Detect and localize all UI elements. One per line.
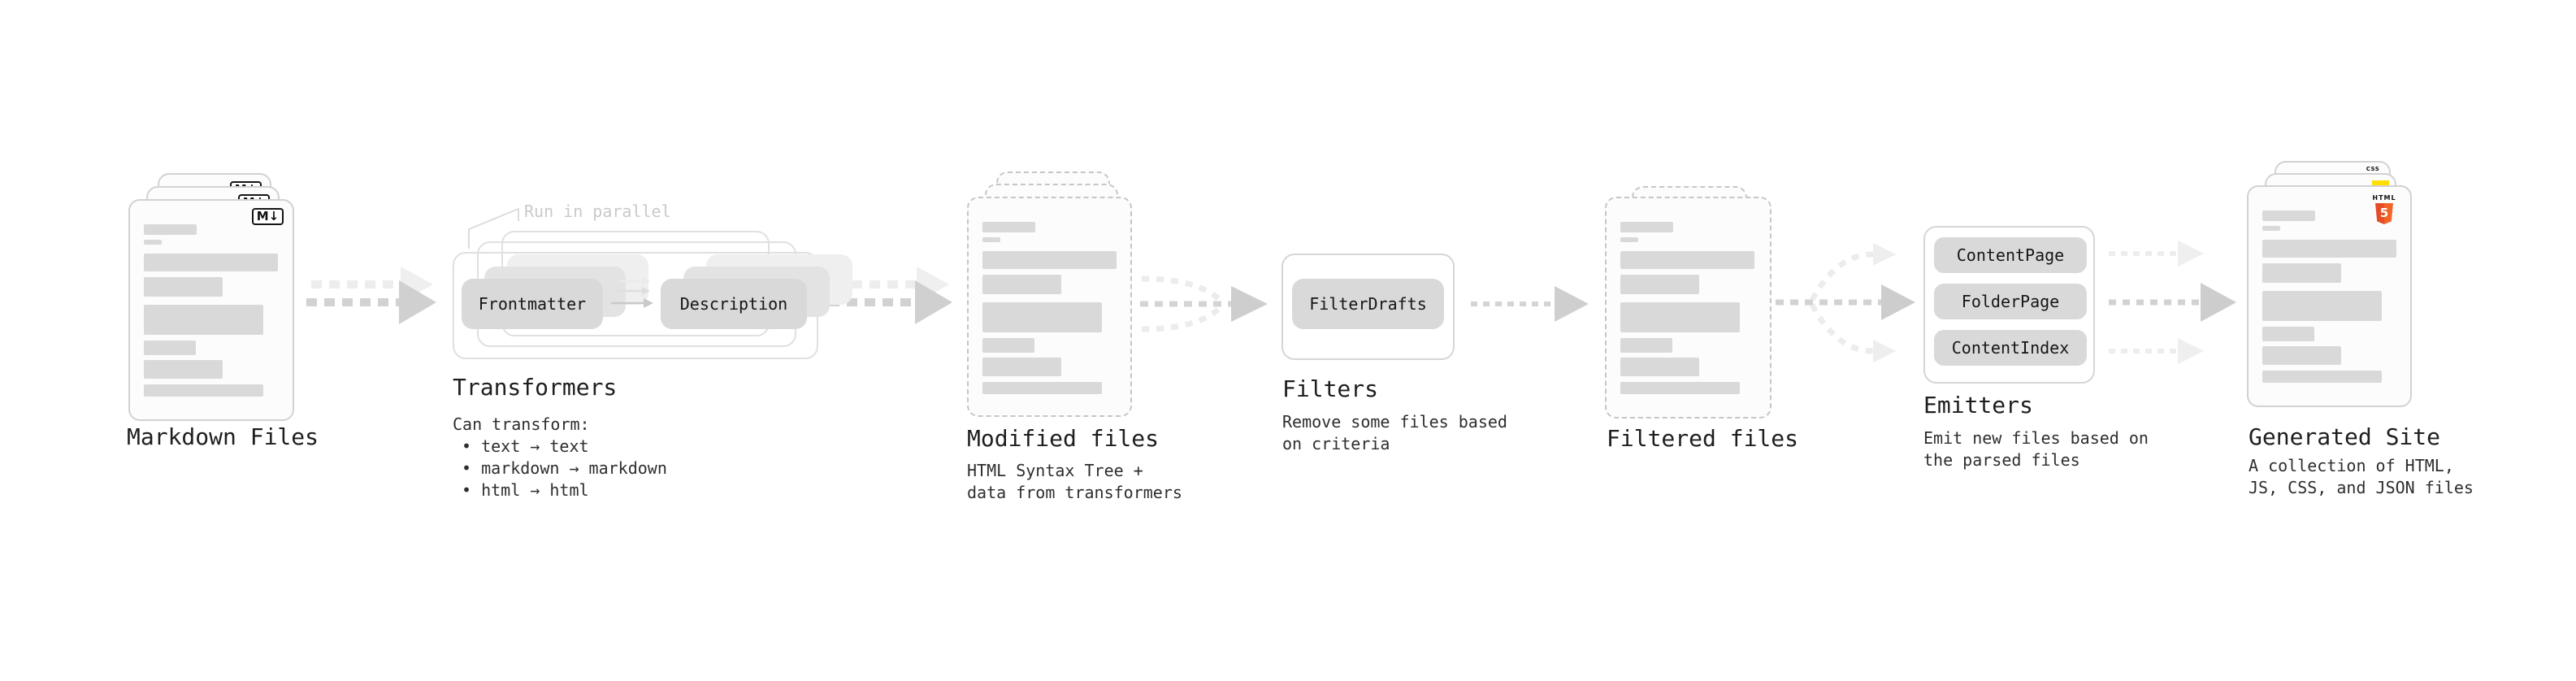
stage-title-filtered: Filtered files bbox=[1607, 425, 1799, 452]
html5-icon: HTML 5 bbox=[2367, 195, 2401, 224]
doc-content-bar bbox=[1620, 358, 1699, 376]
bullet-item: • text → text bbox=[462, 436, 589, 456]
emitter-node-contentindex: ContentIndex bbox=[1934, 330, 2087, 366]
flow-arrow-filtered-to-emitters bbox=[1776, 243, 1915, 362]
doc-content-bar bbox=[1620, 382, 1740, 394]
stage-title-filters: Filters bbox=[1282, 375, 1379, 402]
doc-content-bar bbox=[2262, 263, 2341, 283]
bullet-item: • markdown → markdown bbox=[462, 458, 667, 478]
flow-arrow-filters-to-filtered bbox=[1471, 286, 1589, 322]
doc-content-bar bbox=[144, 305, 263, 335]
doc-content-bar bbox=[144, 340, 196, 355]
document-card: HTML 5 bbox=[2247, 185, 2412, 407]
stage-title-modified: Modified files bbox=[967, 425, 1160, 452]
javascript-icon bbox=[2372, 180, 2389, 189]
doc-content-bar bbox=[982, 275, 1061, 294]
flow-arrow-transformers-to-modified bbox=[829, 267, 952, 324]
doc-content-bar bbox=[144, 384, 263, 397]
document-card bbox=[1605, 197, 1772, 419]
doc-content-bar bbox=[1620, 251, 1754, 269]
doc-content-bar bbox=[982, 358, 1061, 376]
generated-subtitle: A collection of HTML, JS, CSS, and JSON … bbox=[2249, 455, 2474, 499]
doc-content-bar bbox=[1620, 222, 1673, 232]
flow-arrow-modified-to-filters bbox=[1140, 275, 1268, 332]
run-in-parallel-note: Run in parallel bbox=[524, 202, 671, 221]
doc-content-bar bbox=[982, 237, 1000, 242]
doc-content-bar bbox=[982, 251, 1117, 269]
doc-content-bar bbox=[2262, 226, 2280, 231]
subtitle-line: on criteria bbox=[1282, 434, 1390, 453]
html5-shield: 5 bbox=[2375, 203, 2393, 224]
doc-content-bar bbox=[2262, 291, 2382, 321]
subtitle-line: A collection of HTML, bbox=[2249, 456, 2454, 475]
doc-content-bar bbox=[144, 360, 223, 379]
modified-subtitle: HTML Syntax Tree + data from transformer… bbox=[967, 460, 1182, 504]
subtitle-line: data from transformers bbox=[967, 483, 1182, 502]
filters-subtitle: Remove some files based on criteria bbox=[1282, 411, 1507, 455]
transformer-node-frontmatter: Frontmatter bbox=[462, 279, 603, 329]
doc-content-bar bbox=[144, 254, 278, 271]
doc-content-bar bbox=[2262, 240, 2396, 258]
filter-node-filterdrafts: FilterDrafts bbox=[1292, 279, 1444, 329]
stage-title-transformers: Transformers bbox=[453, 374, 618, 401]
subtitle-line: Emit new files based on bbox=[1923, 428, 2149, 448]
doc-content-bar bbox=[982, 222, 1035, 232]
doc-content-bar bbox=[982, 382, 1102, 394]
markdown-icon: M↓ bbox=[252, 208, 284, 225]
doc-content-bar bbox=[982, 338, 1034, 353]
doc-content-bar bbox=[2262, 346, 2341, 365]
frontmatter-to-description-arrows bbox=[611, 277, 653, 308]
subtitle-line: the parsed files bbox=[1923, 450, 2080, 470]
doc-content-bar bbox=[144, 224, 197, 235]
emitter-node-contentpage: ContentPage bbox=[1934, 237, 2087, 273]
transformer-node-description: Description bbox=[661, 279, 807, 329]
emitters-subtitle: Emit new files based on the parsed files bbox=[1923, 427, 2149, 471]
doc-content-bar bbox=[2262, 210, 2315, 221]
doc-content-bar bbox=[144, 277, 223, 297]
doc-content-bar bbox=[982, 302, 1102, 332]
doc-content-bar bbox=[2262, 327, 2314, 341]
flow-arrow-emitters-to-generated bbox=[2109, 241, 2236, 364]
doc-content-bar bbox=[1620, 275, 1699, 294]
doc-content-bar bbox=[1620, 338, 1672, 353]
stage-title-emitters: Emitters bbox=[1923, 392, 2033, 419]
flow-arrow-markdown-to-transformers bbox=[306, 267, 436, 324]
stage-title-generated: Generated Site bbox=[2249, 423, 2441, 450]
doc-content-bar bbox=[2262, 371, 2382, 383]
note-leader-line bbox=[468, 208, 519, 249]
document-card bbox=[967, 197, 1132, 417]
doc-content-bar bbox=[1620, 302, 1740, 332]
html5-label: HTML bbox=[2372, 194, 2396, 202]
doc-content-bar bbox=[144, 240, 162, 245]
subtitle-line: Remove some files based bbox=[1282, 412, 1507, 432]
bullet-item: • html → html bbox=[462, 480, 589, 500]
stage-title-markdown: Markdown Files bbox=[127, 423, 319, 450]
doc-content-bar bbox=[1620, 237, 1638, 242]
transformers-description: Can transform: • text → text • markdown … bbox=[453, 414, 667, 501]
css-label: CSS bbox=[2366, 166, 2380, 172]
emitter-node-folderpage: FolderPage bbox=[1934, 284, 2087, 319]
subtitle-line: JS, CSS, and JSON files bbox=[2249, 478, 2474, 497]
subtitle-line: HTML Syntax Tree + bbox=[967, 461, 1143, 480]
document-card: M↓ bbox=[128, 199, 294, 421]
desc-heading: Can transform: bbox=[453, 414, 590, 434]
